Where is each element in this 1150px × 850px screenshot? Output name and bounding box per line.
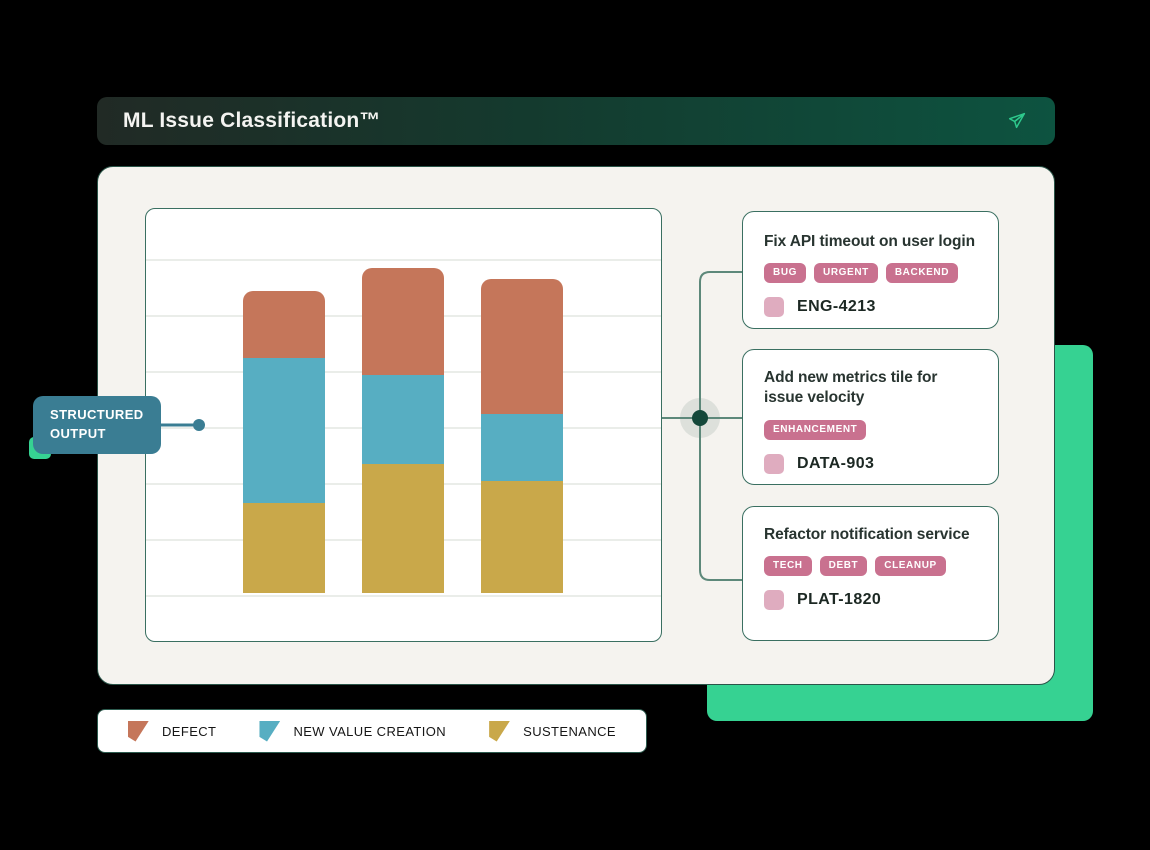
tag-badge: ENHANCEMENT [764, 419, 867, 440]
issue-title: Add new metrics tile for issue velocity [764, 369, 938, 407]
issue-id-row: ENG-4213 [764, 297, 977, 318]
chart-legend: DEFECT NEW VALUE CREATION SUSTENANCE [97, 709, 647, 753]
stacked-bar [243, 290, 325, 593]
legend-item-defect: DEFECT [128, 720, 217, 742]
tag-badge: TECH [764, 556, 812, 577]
bar-segment-new-value-creation [481, 413, 563, 481]
title-bar: ML Issue Classification™ [97, 97, 1055, 145]
defect-marker-icon [128, 720, 149, 742]
tag-row: TECH DEBT CLEANUP [764, 556, 977, 577]
bar-segment-sustenance [243, 503, 325, 593]
issue-title: Fix API timeout on user login [764, 233, 975, 250]
legend-label: SUSTENANCE [523, 723, 616, 739]
bar-segment-defect [243, 290, 325, 358]
issue-id: ENG-4213 [797, 298, 876, 316]
page-title: ML Issue Classification™ [123, 109, 381, 132]
tag-badge: DEBT [819, 556, 868, 577]
tag-badge: CLEANUP [875, 556, 946, 577]
structured-output-line1: STRUCTURED [50, 407, 144, 423]
tag-badge: BACKEND [885, 263, 959, 284]
issue-id-chip [764, 297, 784, 318]
gridline [146, 259, 661, 261]
issue-id-chip [764, 590, 784, 611]
send-icon[interactable] [1005, 109, 1029, 133]
new-value-marker-icon [259, 720, 281, 742]
stacked-bar [362, 268, 444, 593]
legend-label: NEW VALUE CREATION [293, 723, 447, 739]
bar-segment-new-value-creation [362, 374, 444, 465]
bar-segment-defect [481, 279, 563, 414]
bar-segment-defect [362, 268, 444, 375]
paper-plane-icon [1008, 112, 1026, 129]
tag-badge: URGENT [814, 263, 878, 284]
issue-id: PLAT-1820 [797, 591, 882, 609]
issue-id: DATA-903 [797, 454, 875, 472]
legend-item-new-value-creation: NEW VALUE CREATION [259, 720, 447, 742]
legend-label: DEFECT [162, 723, 217, 739]
bar-segment-new-value-creation [243, 357, 325, 504]
issue-id-row: PLAT-1820 [764, 590, 977, 611]
issue-card: Add new metrics tile for issue velocity … [742, 349, 999, 485]
issue-id-row: DATA-903 [764, 453, 977, 474]
stacked-bar-chart [145, 208, 662, 642]
bar-segment-sustenance [481, 481, 563, 593]
sustenance-marker-icon [489, 720, 511, 742]
issue-card: Refactor notification service TECH DEBT CL… [742, 506, 999, 641]
bar-segment-sustenance [362, 464, 444, 593]
tag-row: ENHANCEMENT [764, 419, 977, 440]
legend-item-sustenance: SUSTENANCE [489, 720, 616, 742]
stacked-bar [481, 279, 563, 593]
gridline [146, 595, 661, 597]
structured-output-line2: OUTPUT [50, 426, 106, 441]
issue-title: Refactor notification service [764, 526, 970, 543]
tag-badge: BUG [764, 263, 807, 284]
issue-id-chip [764, 453, 784, 474]
structured-output-label: STRUCTURED OUTPUT [33, 396, 161, 454]
tag-row: BUG URGENT BACKEND [764, 263, 977, 284]
